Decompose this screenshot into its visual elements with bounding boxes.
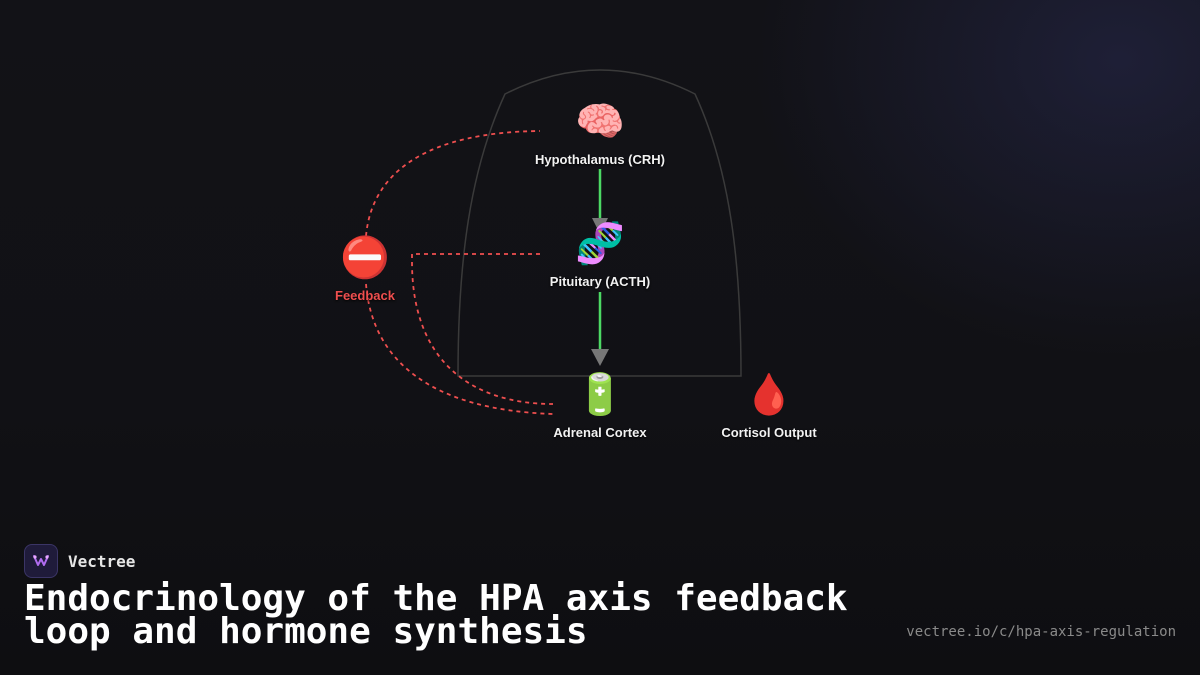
page-title: Endocrinology of the HPA axis feedback l… bbox=[24, 578, 848, 652]
node-feedback: ⛔ Feedback bbox=[275, 234, 455, 303]
node-adrenal-cortex: 🔋 Adrenal Cortex bbox=[510, 371, 690, 440]
edge-feedback-pituitary bbox=[411, 253, 540, 262]
node-label: Adrenal Cortex bbox=[553, 425, 647, 440]
dna-icon: 🧬 bbox=[575, 221, 625, 267]
edge-feedback-adrenal-inner bbox=[411, 261, 554, 405]
node-cortisol-output: 🩸 Cortisol Output bbox=[679, 371, 859, 440]
brand: Vectree bbox=[24, 544, 135, 578]
arrowhead-hypothalamus-pituitary bbox=[592, 218, 608, 234]
node-label: Hypothalamus (CRH) bbox=[534, 152, 665, 167]
node-hypothalamus: 🧠 Hypothalamus (CRH) bbox=[510, 98, 690, 167]
blood-drop-icon: 🩸 bbox=[744, 372, 794, 418]
no-entry-icon: ⛔ bbox=[340, 235, 390, 281]
source-url[interactable]: vectree.io/c/hpa-axis-regulation bbox=[906, 624, 1176, 640]
brain-icon: 🧠 bbox=[575, 99, 625, 145]
edge-feedback-hypothalamus bbox=[365, 130, 541, 237]
node-label: Feedback bbox=[335, 288, 395, 303]
vectree-logo-icon bbox=[24, 544, 58, 578]
arrowhead-pituitary-adrenal bbox=[591, 349, 609, 366]
battery-icon: 🔋 bbox=[575, 372, 625, 418]
edge-feedback-adrenal-outer bbox=[365, 283, 554, 415]
node-label: Pituitary (ACTH) bbox=[549, 274, 651, 289]
node-pituitary: 🧬 Pituitary (ACTH) bbox=[510, 220, 690, 289]
body-outline bbox=[457, 69, 742, 377]
node-label: Cortisol Output bbox=[721, 425, 817, 440]
brand-name: Vectree bbox=[68, 551, 136, 571]
